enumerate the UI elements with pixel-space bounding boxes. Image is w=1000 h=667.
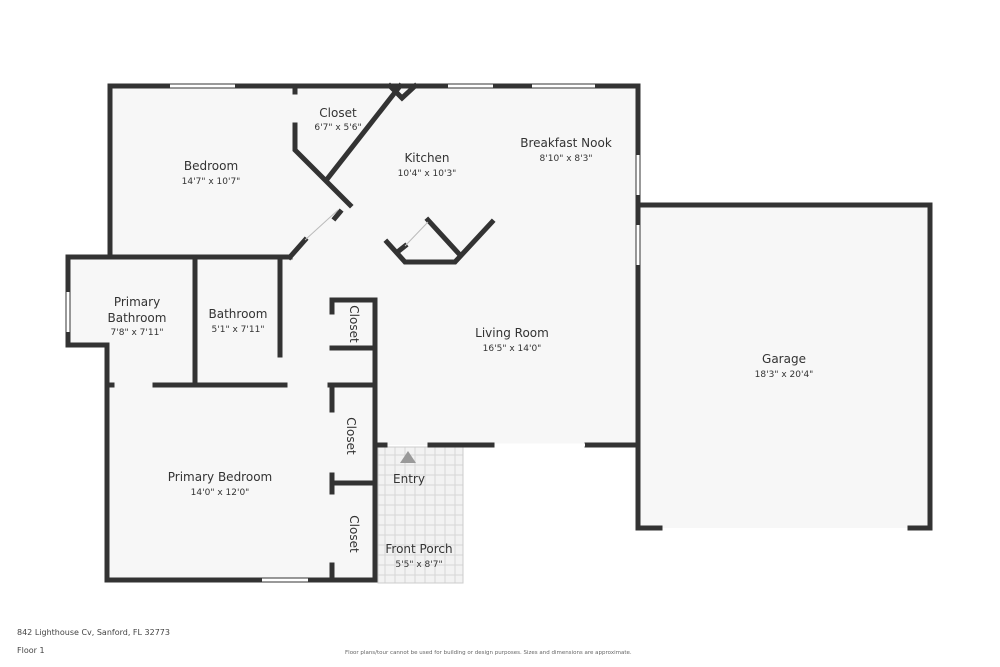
room-name: Primary Bedroom — [168, 470, 272, 484]
room-dim: 5'1" x 7'11" — [212, 325, 265, 335]
room-name: Entry — [393, 472, 425, 486]
room-dim: 5'5" x 8'7" — [395, 560, 442, 570]
room-name: Bedroom — [184, 159, 238, 173]
floor-label: Floor 1 — [17, 646, 45, 655]
room-name: Bathroom — [108, 311, 167, 325]
room-dim: 18'3" x 20'4" — [755, 370, 814, 380]
room-dim: 8'10" x 8'3" — [540, 154, 593, 164]
windows — [66, 84, 640, 582]
room-name: Closet — [347, 305, 361, 343]
room-name: Bathroom — [209, 307, 268, 321]
room-dim: 10'4" x 10'3" — [398, 169, 457, 179]
entry-arrow-icon — [400, 451, 416, 463]
room-dim: 7'8" x 7'11" — [111, 328, 164, 338]
room-dim: 14'7" x 10'7" — [182, 177, 241, 187]
room-name: Living Room — [475, 326, 549, 340]
room-dim: 16'5" x 14'0" — [483, 344, 542, 354]
room-name: Closet — [319, 106, 357, 120]
room-dim: 6'7" x 5'6" — [314, 123, 361, 133]
floor-fill — [68, 86, 930, 580]
room-name: Closet — [344, 417, 358, 455]
front-porch-paving — [377, 446, 464, 584]
room-dim: 14'0" x 12'0" — [191, 488, 250, 498]
room-name: Closet — [347, 515, 361, 553]
address: 842 Lighthouse Cv, Sanford, FL 32773 — [17, 628, 170, 637]
walls — [65, 82, 933, 583]
room-name: Kitchen — [404, 151, 449, 165]
room-name: Front Porch — [385, 542, 452, 556]
disclaimer: Floor plans/tour cannot be used for buil… — [345, 650, 632, 656]
room-name: Primary — [114, 295, 160, 309]
room-name: Garage — [762, 352, 806, 366]
room-name: Breakfast Nook — [520, 136, 612, 150]
